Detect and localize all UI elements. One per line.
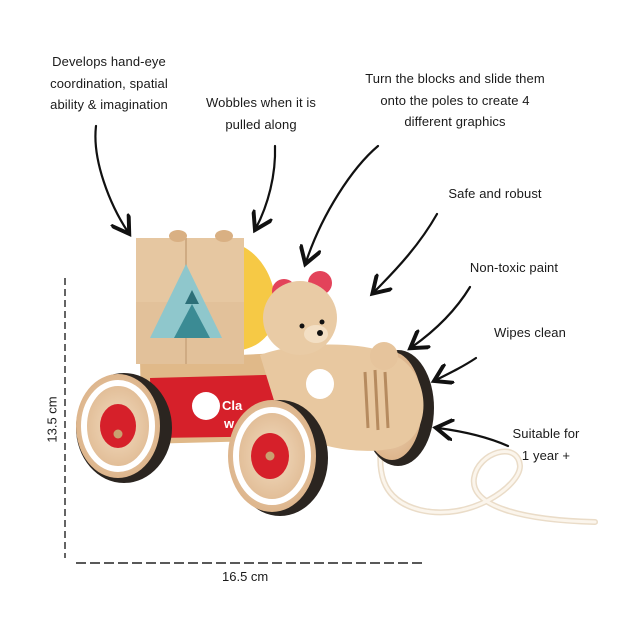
arrow-wobbles: [256, 144, 277, 228]
svg-text:Cla: Cla: [222, 398, 243, 413]
front-right-wheel: [228, 400, 328, 516]
front-left-wheel: [76, 373, 172, 483]
callout-hand-eye: Develops hand-eye coordination, spatial …: [50, 54, 168, 112]
width-dimension-label: 16.5 cm: [222, 569, 269, 584]
arrow-suitable: [438, 428, 510, 448]
headlight-left: [306, 369, 334, 399]
callout-wipes: Wipes clean: [494, 325, 566, 340]
arrow-turn-blocks: [306, 144, 380, 262]
callout-wobbles: Wobbles when it is pulled along: [206, 95, 316, 132]
arrow-hand-eye: [94, 124, 128, 232]
svg-text:w: w: [223, 416, 235, 431]
shape-blocks: [136, 230, 276, 364]
callout-arrows: [94, 124, 510, 448]
arrow-paint: [412, 285, 472, 347]
dimension-lines: [64, 278, 425, 564]
height-dimension-label: 13.5 cm: [44, 396, 60, 443]
brand-logo-icon: [192, 392, 220, 420]
arrow-safe: [374, 212, 439, 292]
bear-head: [263, 271, 337, 355]
callout-paint: Non-toxic paint: [469, 260, 559, 275]
callout-turn-blocks: Turn the blocks and slide them onto the …: [365, 71, 545, 129]
callout-safe: Safe and robust: [448, 186, 542, 201]
arrow-wipes: [436, 356, 478, 380]
callout-suitable: Suitable for 1 year +: [512, 426, 580, 463]
